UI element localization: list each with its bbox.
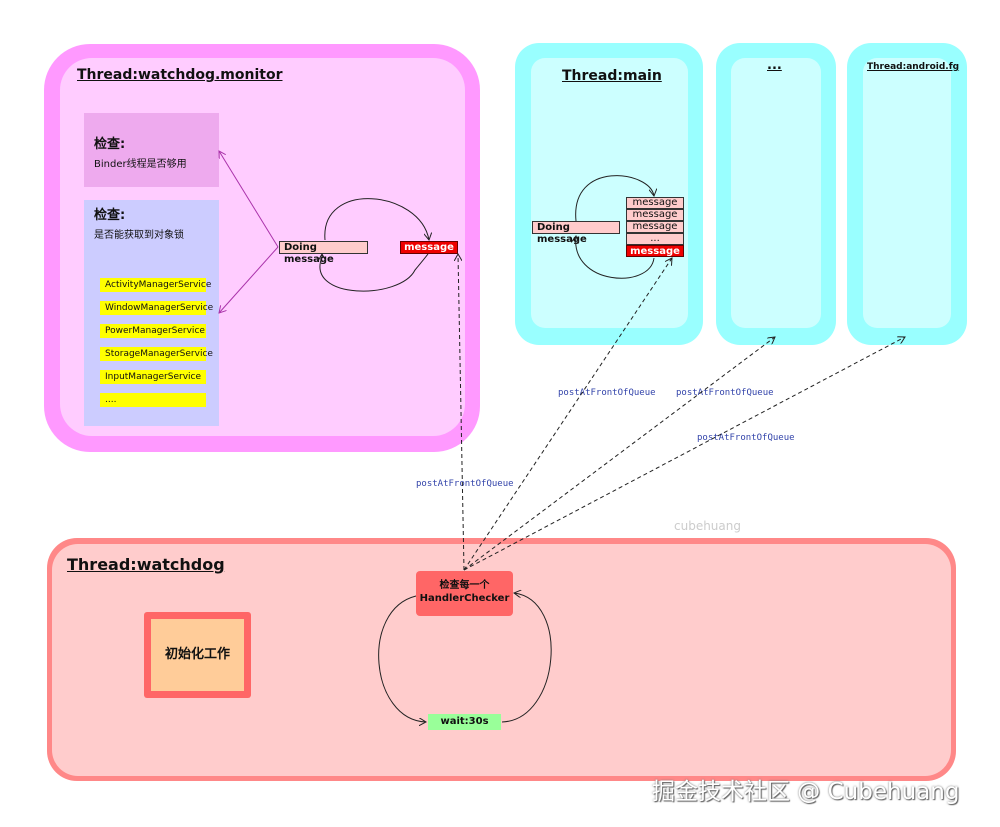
edge-post-fg [463,337,905,571]
service-item: ActivityManagerService [100,278,211,292]
edge-post-other [463,337,775,571]
edge-post-main [463,258,672,571]
queue-ellipsis: ... [626,233,684,245]
post-label-fg: postAtFrontOfQueue [697,433,795,443]
other-thread-title: ... [767,58,782,73]
watermark-small: cubehuang [674,519,741,533]
fg-thread-inner [863,58,951,328]
queue-message: message [626,209,684,221]
monitor-message: message [400,241,458,254]
binder-check-box: 检查: Binder线程是否够用 [84,113,219,187]
wait-box: wait:30s [428,714,501,730]
main-doing-message: Doing message [532,221,620,245]
service-item: StorageManagerService [100,347,213,361]
init-work-label: 初始化工作 [151,619,244,691]
monitor-loop-top [324,198,429,240]
edge-post-monitor [458,254,465,571]
handler-checker-line1: 检查每一个 [439,580,490,591]
handler-checker-line2: HandlerChecker [419,593,510,604]
handler-checker-box: 检查每一个 HandlerChecker [416,571,513,616]
main-loop-bottom [576,236,655,279]
lock-check-desc: 是否能获取到对象锁 [94,230,184,241]
main-loop-top [575,175,654,222]
post-label-main: postAtFrontOfQueue [558,388,656,398]
lock-check-box: 检查: 是否能获取到对象锁 ActivityManagerService Win… [84,200,219,426]
queue-message-red: message [626,245,684,257]
post-label-monitor: postAtFrontOfQueue [416,479,514,489]
service-item: InputManagerService [100,370,206,384]
binder-check-title: 检查: [94,137,126,152]
queue-message: message [626,197,684,209]
monitor-loop-bottom [319,253,429,292]
watchdog-loop-right [501,593,552,723]
watchdog-loop-left [378,595,426,722]
service-item: .... [100,393,206,407]
service-item: WindowManagerService [100,301,213,315]
edge-to-binder-check [219,151,279,248]
edge-to-lock-check [219,246,279,313]
main-thread-inner [531,58,688,328]
fg-thread-title: Thread:android.fg [867,62,960,72]
other-thread-inner [731,58,821,328]
monitor-thread-title: Thread:watchdog.monitor [77,67,283,83]
lock-check-title: 检查: [94,208,126,223]
binder-check-desc: Binder线程是否够用 [94,159,187,170]
watchdog-thread-title: Thread:watchdog [67,555,225,574]
queue-message: message [626,221,684,233]
main-thread-title: Thread:main [562,68,662,84]
watermark-big: 掘金技术社区 @ Cubehuang [652,779,960,805]
service-item: PowerManagerService [100,324,206,338]
post-label-other: postAtFrontOfQueue [676,388,774,398]
